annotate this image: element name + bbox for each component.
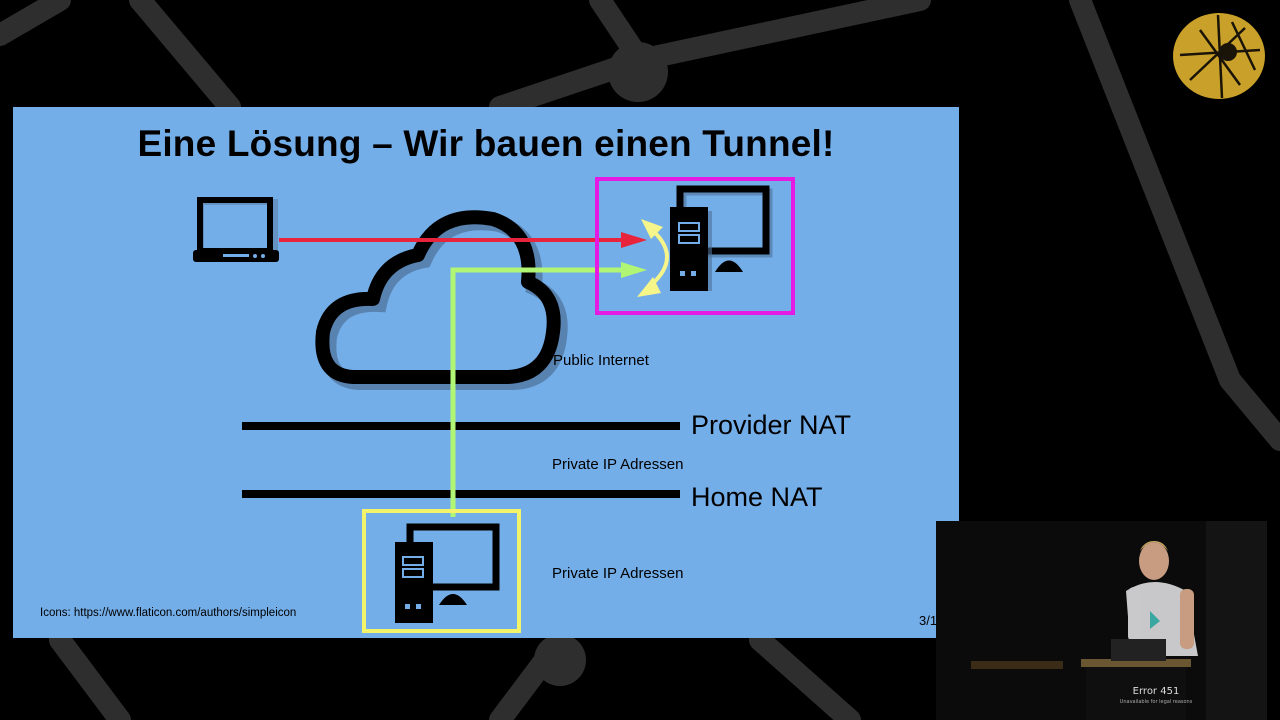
server-computer-icon <box>670 185 773 291</box>
tunnel-arrowhead <box>621 262 647 278</box>
home-nat-line <box>242 490 680 498</box>
network-diagram <box>193 177 795 633</box>
laptop-icon <box>193 197 279 262</box>
private-ip-label-1: Private IP Adressen <box>552 456 684 473</box>
podium-title: Error 451 <box>1132 686 1180 697</box>
speaker-video: Error 451 Unavailable for legal reasons <box>936 521 1267 720</box>
public-internet-label: Public Internet <box>553 352 649 369</box>
icon-credit: Icons: https://www.flaticon.com/authors/… <box>40 607 297 619</box>
home-box <box>362 509 521 633</box>
tunnel-path <box>450 267 628 517</box>
home-computer-icon <box>395 523 500 623</box>
page-number: 3/1 <box>919 613 938 628</box>
connection-curve <box>649 227 669 287</box>
server-box <box>595 177 795 315</box>
event-logo <box>1173 13 1265 99</box>
curve-arrowhead-top <box>641 219 663 239</box>
home-nat-label: Home NAT <box>691 482 823 512</box>
provider-nat-line <box>242 422 680 430</box>
podium-subtitle: Unavailable for legal reasons <box>1119 699 1193 705</box>
slide-title: Eine Lösung – Wir bauen einen Tunnel! <box>137 123 835 164</box>
private-ip-label-2: Private IP Adressen <box>552 565 684 582</box>
direct-arrowhead <box>621 232 647 248</box>
podium-sign: Error 451 Unavailable for legal reasons <box>1106 686 1206 708</box>
curve-arrowhead-bottom <box>637 277 661 297</box>
speaker-scene <box>936 521 1267 720</box>
slide: Eine Lösung – Wir bauen einen Tunnel! <box>13 107 959 638</box>
cloud-icon <box>315 210 568 390</box>
provider-nat-label: Provider NAT <box>691 410 852 440</box>
